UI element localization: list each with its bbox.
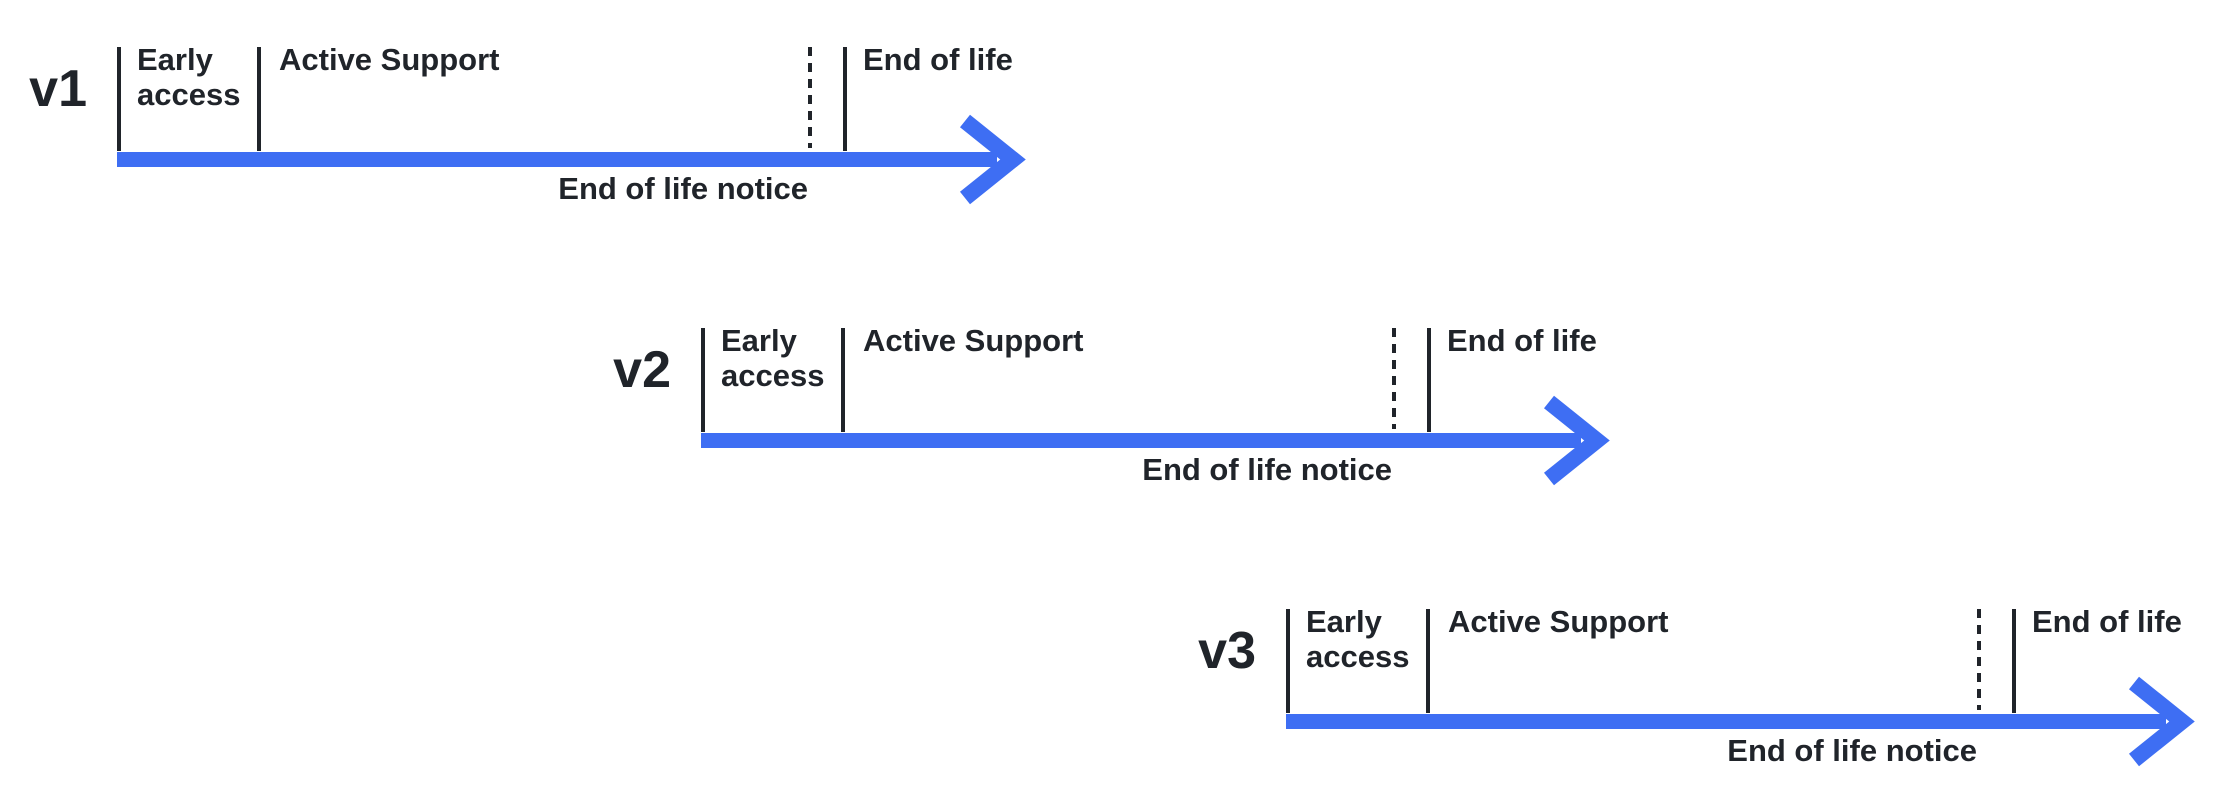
timeline-arrow-icon <box>701 395 1610 486</box>
active-support-label: Active Support <box>279 42 500 77</box>
eol-notice-dashed-line <box>1977 609 1981 710</box>
eol-notice-label: End of life notice <box>1727 733 1977 768</box>
timeline-v3: v3 Early access Active Support End of li… <box>1198 604 2216 812</box>
timeline-arrow-icon <box>117 114 1026 205</box>
active-support-tick <box>257 47 261 151</box>
eol-notice-label: End of life notice <box>1142 452 1392 487</box>
early-access-tick <box>701 328 705 432</box>
end-of-life-tick <box>843 47 847 151</box>
active-support-tick <box>1426 609 1430 713</box>
version-label-v3: v3 <box>1198 622 1256 680</box>
timeline-arrow-icon <box>1286 676 2195 767</box>
active-support-label: Active Support <box>1448 604 1669 639</box>
end-of-life-label: End of life <box>1447 323 1597 358</box>
early-access-label: Early access <box>1306 604 1410 674</box>
early-access-label: Early access <box>137 42 241 112</box>
eol-notice-dashed-line <box>808 47 812 148</box>
end-of-life-label: End of life <box>863 42 1013 77</box>
early-access-tick <box>1286 609 1290 713</box>
version-label-v2: v2 <box>613 341 671 399</box>
eol-notice-label: End of life notice <box>558 171 808 206</box>
end-of-life-tick <box>1427 328 1431 432</box>
end-of-life-label: End of life <box>2032 604 2182 639</box>
timeline-v2: v2 Early access Active Support End of li… <box>613 323 1631 538</box>
early-access-tick <box>117 47 121 151</box>
active-support-tick <box>841 328 845 432</box>
timeline-v1: v1 Early access Active Support End of li… <box>29 42 1047 257</box>
end-of-life-tick <box>2012 609 2016 713</box>
active-support-label: Active Support <box>863 323 1084 358</box>
version-label-v1: v1 <box>29 60 87 118</box>
early-access-label: Early access <box>721 323 825 393</box>
eol-notice-dashed-line <box>1392 328 1396 429</box>
